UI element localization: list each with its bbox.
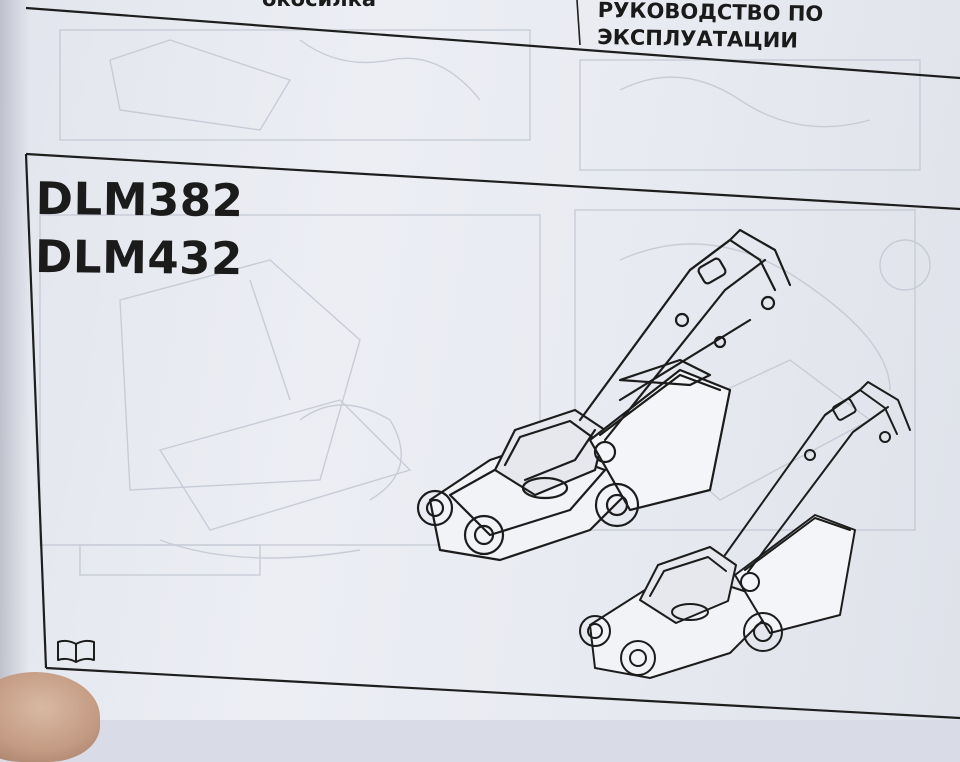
page-frame [24,0,960,720]
header-title-left: окосилка [262,0,376,13]
lawn-mower-small-illustration [579,381,911,679]
open-book-icon [57,639,95,663]
page-edge-shadow [0,0,30,720]
lawn-mower-large-illustration [416,228,792,562]
